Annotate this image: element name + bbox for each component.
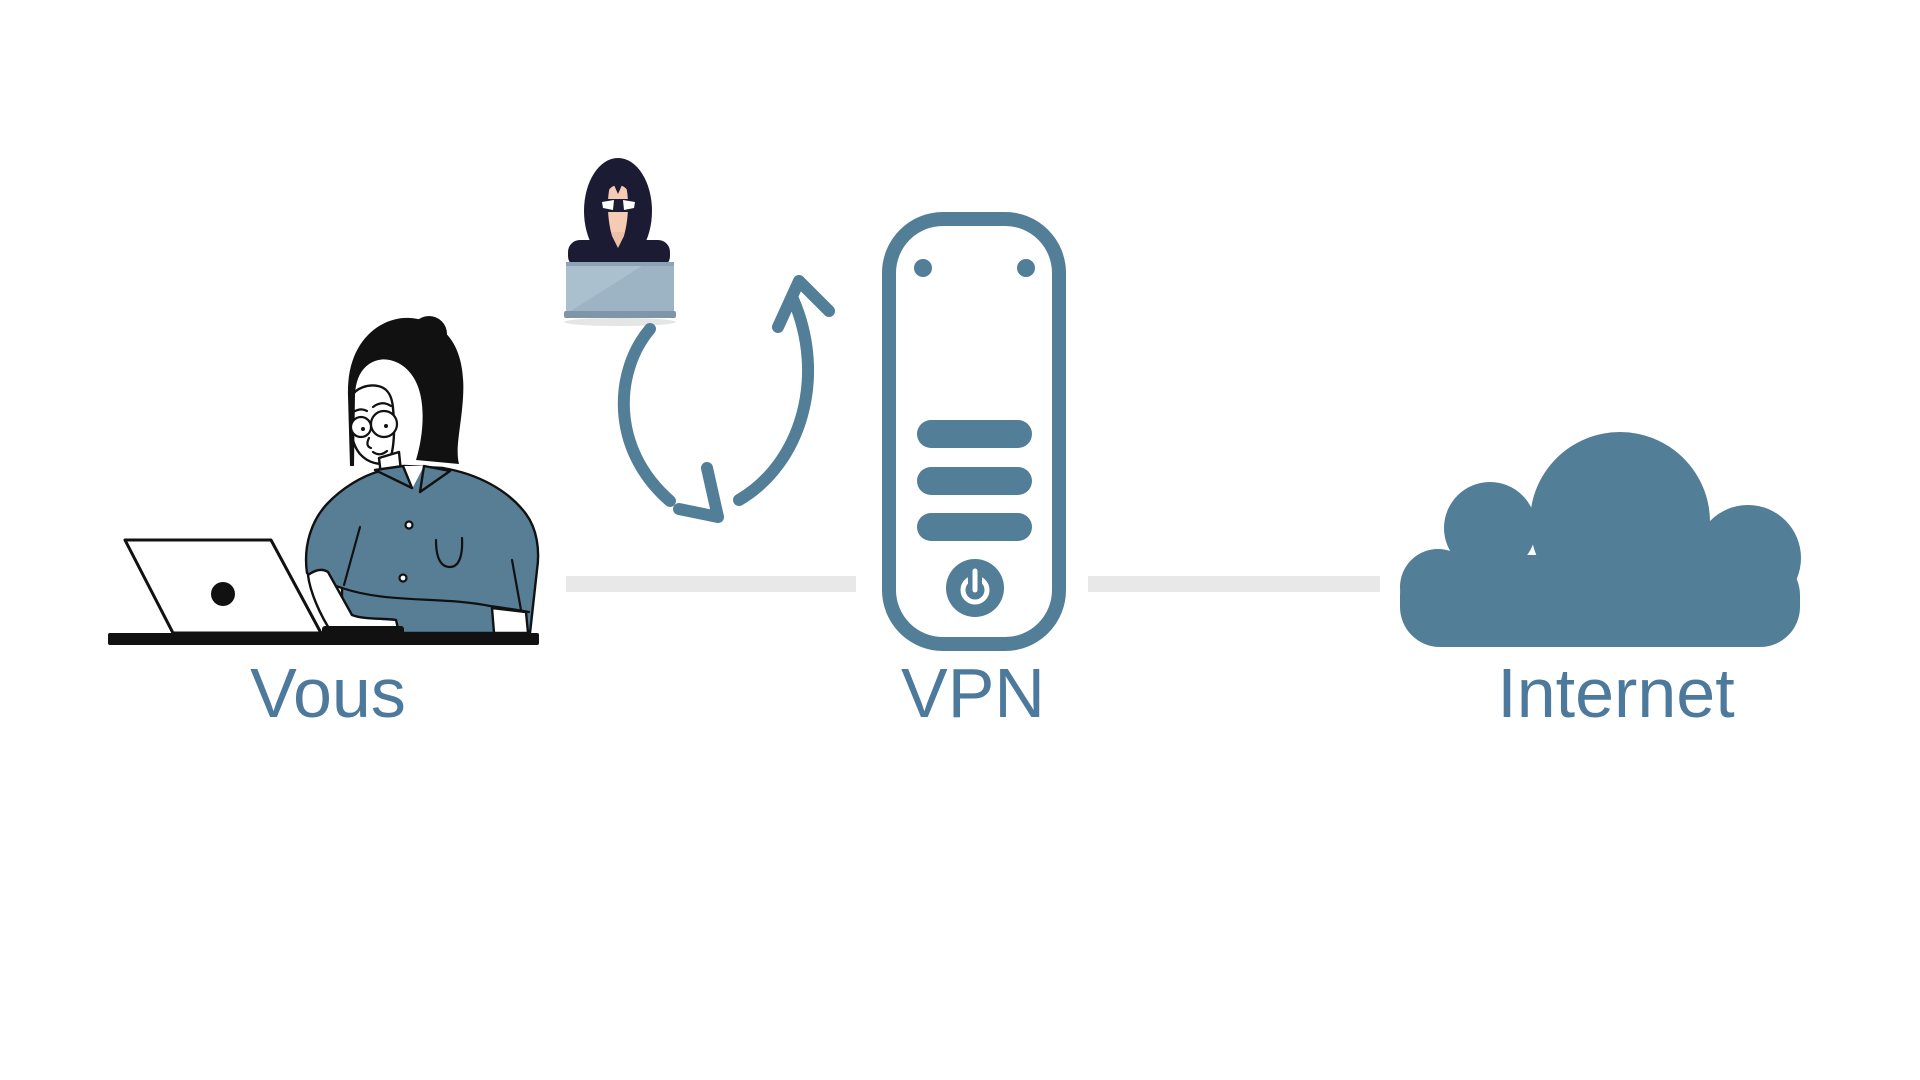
hacker-shadow [564, 318, 676, 326]
hair-bun [411, 316, 447, 352]
user-laptop-icon [123, 538, 323, 635]
server-slot [917, 513, 1032, 541]
label-user: Vous [250, 654, 406, 732]
left-arm [306, 568, 401, 635]
connection-line-user-vpn [566, 576, 856, 592]
hair [347, 316, 464, 466]
woman-at-laptop-icon [108, 316, 540, 645]
shirt [304, 464, 540, 635]
label-vpn: VPN [901, 654, 1045, 732]
right-arm [490, 606, 530, 635]
desk-line [108, 633, 539, 645]
power-button-icon [946, 559, 1004, 617]
cloud-icon [1400, 432, 1801, 647]
hacker-glasses-icon [598, 199, 639, 212]
arrowhead-down [673, 462, 724, 523]
hacker-laptop-icon [564, 262, 676, 318]
shirt-pocket [434, 536, 464, 569]
hacker-at-laptop-icon [564, 158, 676, 326]
connection-line-vpn-internet [1088, 576, 1380, 592]
server-slot [917, 467, 1032, 495]
server-slot [917, 420, 1032, 448]
label-internet: Internet [1497, 654, 1734, 732]
server-tower-icon [882, 212, 1066, 651]
collar-right [418, 464, 452, 494]
keyboard [322, 626, 404, 635]
cycle-arrows-icon [617, 275, 835, 523]
face-features [349, 402, 399, 456]
arrowhead-up [772, 275, 835, 333]
collar-left [373, 464, 414, 490]
